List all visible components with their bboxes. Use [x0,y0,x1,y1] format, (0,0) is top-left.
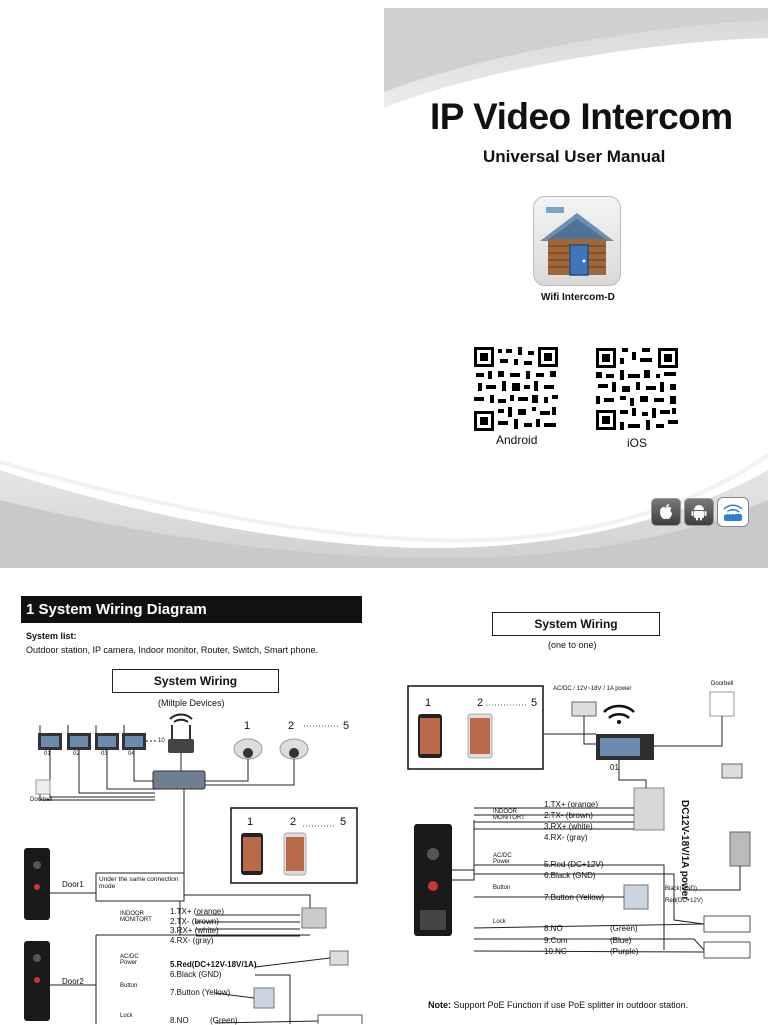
door-stations [24,848,50,1021]
button-wire-7: 7.Button (Yellow) [170,988,231,997]
ios-qr-label: iOS [627,436,648,450]
r-phone-label-5: 5 [531,697,538,709]
apple-store-button[interactable] [651,498,681,526]
house-icon [540,207,614,276]
right-wiring-diagram [407,685,751,959]
door1-label: Door1 [62,880,84,889]
right-diagram-title: System Wiring [492,612,660,636]
r-wire-1: 1.TX+ (orange) [544,800,599,809]
left-wiring-diagram [24,713,363,1024]
power-wire-5: 5.Red(DC+12V-18V/1A) [170,960,257,969]
android-qr-code[interactable] [472,345,560,433]
wifi-badge[interactable]: Wi Fi [717,497,749,527]
dc-red-label: Red(DC+12V) [665,898,703,904]
r-wire-2: 2.TX- (brown) [544,811,593,820]
router [168,713,194,753]
gnd-label: Black(GND) [665,886,698,892]
r-lock-wire-9: 9.Com [544,936,568,945]
r-phone-label-1: 1 [425,697,432,709]
wifi-icon [723,504,743,521]
r-lock-color-9: (Blue) [610,936,632,945]
r-indoor-label: INDOOR MONITORT [493,809,525,821]
right-diagram-subtitle: (one to one) [548,640,597,650]
right-doorbell-label: Doorbell [711,681,734,687]
android-icon [691,505,707,521]
monitor-label-03: 03 [101,751,108,757]
exit-button [253,987,275,1009]
r-lock-label: Lock [493,919,506,925]
r-button-label: Button [493,885,511,891]
indoor-monitors [38,725,158,750]
left-diagram-subtitle: (Miltple Devices) [158,698,225,708]
cover-page: IP Video Intercom Universal User Manual … [0,8,768,568]
monitor-label-01: 01 [44,751,51,757]
monitor-label-10: 10 [158,738,165,744]
wifi-badge-text: Wi Fi [723,511,735,517]
doorbell-device [35,779,51,795]
system-list: Outdoor station, IP camera, Indoor monit… [26,645,318,655]
apple-icon [660,504,672,520]
ios-qr-code[interactable] [594,346,680,432]
r-wire-3: 3.RX+ (white) [544,822,593,831]
acdc-label: AC/DC Power [120,954,139,966]
left-diagram-title: System Wiring [112,669,279,693]
doorbell-label: Doorbell [30,797,53,803]
cover-background [0,8,768,568]
network-switch [152,770,206,790]
power-wire-6: 6.Black (GND) [170,970,222,979]
ip-cameras [233,725,340,760]
door2-label: Door2 [62,977,84,986]
r-power-wire-6: 6.Black (GND) [544,871,596,880]
r-lock-color-10: (Purple) [610,947,639,956]
same-mode-label: Under the same connection mode [99,876,179,890]
r-power-wire-5: 5.Red (DC+12V) [544,860,604,869]
phone-label-1: 1 [247,816,254,828]
poe-note: Note: Support PoE Function if use PoE sp… [428,1000,688,1010]
phone-label-5: 5 [340,816,347,828]
system-list-heading: System list: [26,631,77,641]
lock-terminal [317,1014,363,1024]
wire-3: 3.RX+ (white) [170,926,219,935]
app-name: Wifi Intercom-D [541,292,615,303]
wire-2: 2.TX- (brown) [170,917,219,926]
lock-label: Lock [120,1013,133,1019]
wire-4: 4.RX- (gray) [170,936,214,945]
r-lock-wire-8: 8.NO [544,924,563,933]
button-label: Button [120,983,138,989]
monitor-label-02: 02 [73,751,80,757]
r-lock-wire-10: 10.NC [544,947,567,956]
camera-label-1: 1 [244,720,251,732]
phone-label-2: 2 [290,816,297,828]
wire-1: 1.TX+ (orange) [170,907,225,916]
same-mode-box [95,872,185,902]
camera-label-2: 2 [288,720,295,732]
indoor-label: INDOOR MONITORT [120,911,152,923]
lock-wire-8: 8.NO [170,1016,189,1025]
r-acdc-label: AC/DC Power [493,853,512,865]
manual-title: IP Video Intercom [430,96,733,137]
r-wire-4: 4.RX- (gray) [544,833,588,842]
r-lock-color-8: (Green) [610,924,638,933]
r-phone-label-2: 2 [477,697,484,709]
lock-wire-8-color: (Green) [210,1016,238,1025]
android-qr-label: Android [496,433,538,447]
power-spec-label: AC/DC / 12V~18V / 1A power [553,686,632,692]
monitor-label-04: 04 [128,751,135,757]
manual-subtitle: Universal User Manual [483,147,666,166]
app-icon[interactable] [533,196,621,286]
r-button-wire-7: 7.Button (Yellow) [544,893,605,902]
rj45-connector [301,907,327,929]
android-store-button[interactable] [684,498,714,526]
camera-label-5: 5 [343,720,350,732]
power-plug [329,950,349,966]
monitor-01-label: 01 [610,763,619,772]
section-title: 1 System Wiring Diagram [21,596,362,623]
note-text: Support PoE Function if use PoE splitter… [451,1000,689,1010]
note-prefix: Note: [428,1000,451,1010]
